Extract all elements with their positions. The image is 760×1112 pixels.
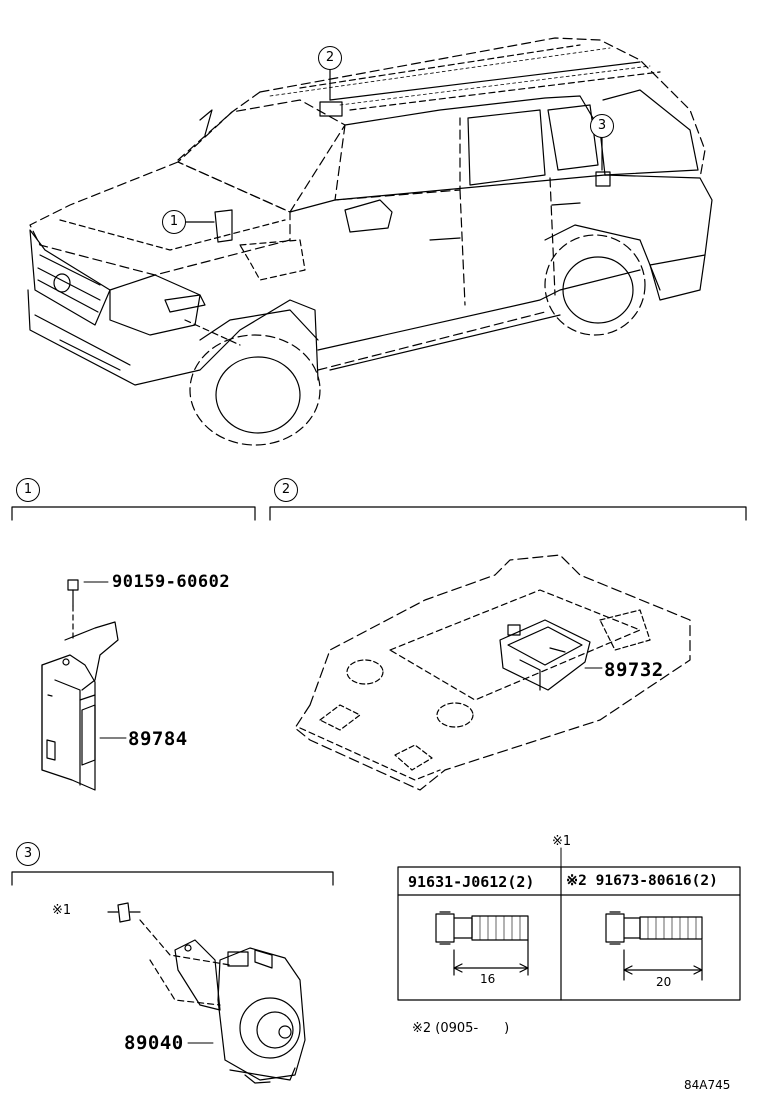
part-label-90159-60602: 90159-60602 <box>112 572 231 592</box>
bolt-table-col1-header: 91631-J0612(2) <box>408 873 535 891</box>
bolt-20-dimension: 20 <box>656 975 672 989</box>
range-note: ※2 (0905- ) <box>412 1021 510 1036</box>
section-2-bracket <box>269 506 747 521</box>
callout-1-section: 1 <box>16 478 40 502</box>
callout-1-vehicle: 1 <box>162 210 186 234</box>
module-89732-drawing <box>294 554 691 791</box>
bolt-table <box>397 847 741 1001</box>
callout-3-vehicle: 3 <box>590 114 614 138</box>
part-label-89732: 89732 <box>604 659 664 681</box>
bolt-16-drawing <box>435 911 529 976</box>
callout-2-section: 2 <box>274 478 298 502</box>
module-89784-drawing <box>41 579 127 791</box>
part-label-89040: 89040 <box>124 1032 184 1054</box>
section-3-bracket <box>11 871 334 886</box>
bolt-20-drawing <box>605 911 703 981</box>
sensor-89040-drawing <box>107 902 306 1084</box>
ref-mark-1: ※1 <box>552 834 572 849</box>
bolt-ref-mark: ※1 <box>52 903 72 918</box>
section-1-bracket <box>11 506 256 521</box>
diagram-id: 84A745 <box>684 1078 731 1092</box>
part-label-89784: 89784 <box>128 728 188 750</box>
callout-2-vehicle: 2 <box>318 46 342 70</box>
bolt-table-col2-header: ※2 91673-80616(2) <box>566 873 718 889</box>
vehicle-illustration <box>27 37 713 446</box>
bolt-16-dimension: 16 <box>480 972 496 986</box>
callout-3-section: 3 <box>16 842 40 866</box>
